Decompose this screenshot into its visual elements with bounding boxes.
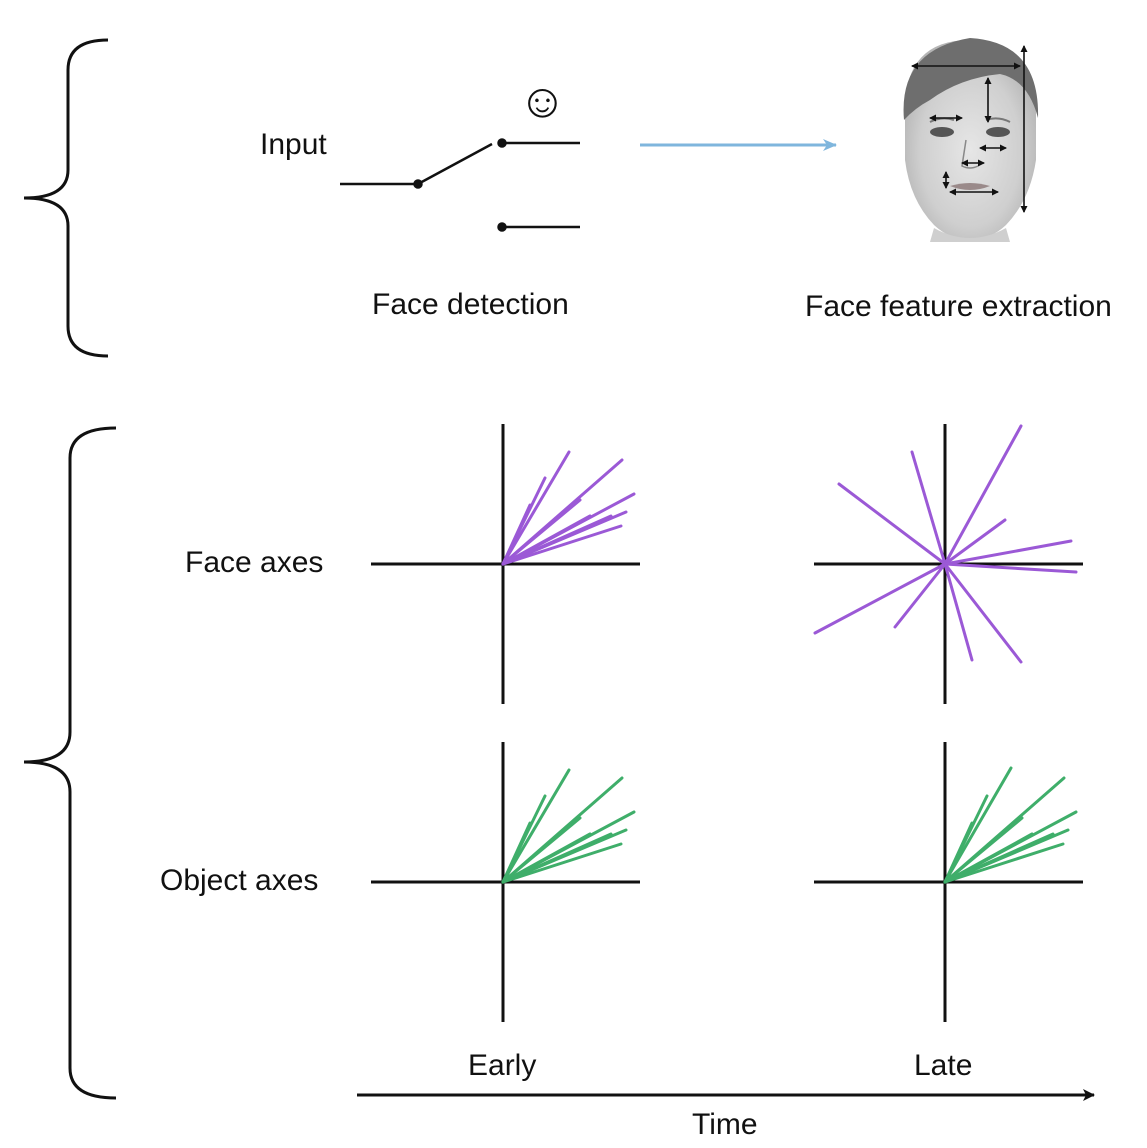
face-image (903, 38, 1039, 242)
bottom-brace (23, 426, 117, 1100)
face-vectors-early (501, 450, 636, 566)
object-axes-early (371, 742, 640, 1022)
input-label: Input (260, 128, 327, 161)
face-axes-late (813, 424, 1083, 704)
time-label: Time (692, 1108, 758, 1141)
object-axes-label: Object axes (160, 864, 319, 897)
switch-icon (340, 138, 580, 232)
object-vectors-early (501, 768, 636, 884)
early-label: Early (468, 1049, 537, 1082)
late-label: Late (914, 1049, 973, 1082)
face-axes-label: Face axes (185, 546, 324, 579)
smiley-icon: ☺ (518, 75, 568, 128)
top-brace (23, 38, 109, 358)
object-vectors-late (943, 766, 1078, 884)
face-axes-early (371, 424, 640, 704)
face-vectors-late (813, 424, 1078, 664)
object-axes-late (814, 742, 1083, 1022)
face-detection-label: Face detection (372, 288, 569, 321)
face-feature-extraction-label: Face feature extraction (805, 290, 1112, 323)
face-measurement-arrows (911, 45, 1028, 213)
